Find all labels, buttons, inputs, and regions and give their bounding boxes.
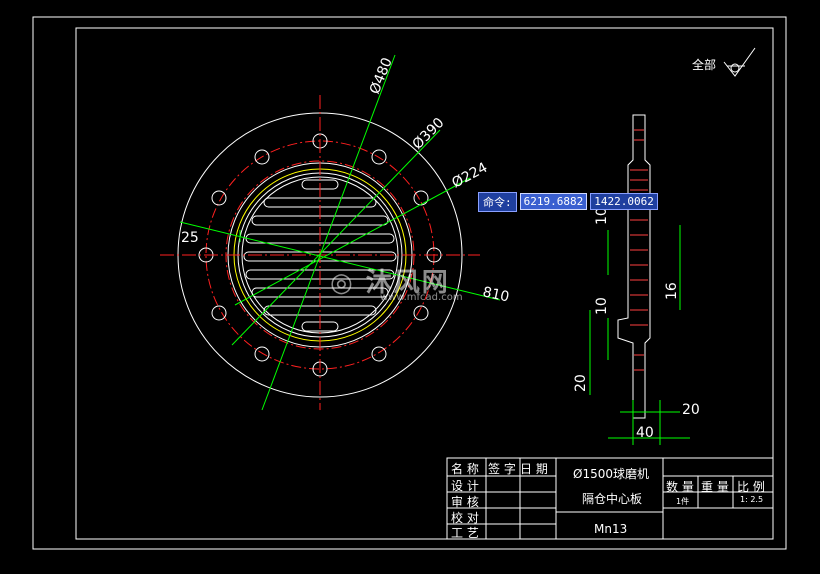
finish-symbol-text: 全部 [692,57,716,72]
inner-frame [75,27,774,540]
finish-symbol [723,47,756,77]
side-dim-lines [589,225,690,445]
bolt-holes [198,133,442,377]
watermark-logo: ◎ 沐风网 [330,262,450,299]
tb-row-check: 校 对 [451,511,479,525]
side-dim-20-vertical: 20 [573,374,589,392]
props-scale-header: 比 例 [737,480,765,494]
props-qty-value: 1件 [676,497,690,506]
dim-480: Ø480 [367,56,396,97]
command-label: 命令: [478,191,517,212]
title-block-grid [446,457,774,540]
outer-frame [32,16,787,550]
tb-sign-header: 签 字 [488,462,516,476]
side-dim-texts: 10 16 10 20 20 40 [573,207,700,441]
command-input-y[interactable]: 1422.0062 [590,193,659,210]
command-tooltip[interactable]: 命令: 6219.6882 1422.0062 [478,191,659,212]
tb-row-process: 工 艺 [451,526,479,540]
front-view: Ø480 Ø390 Ø224 25 810 [160,54,511,411]
side-dim-20-horizontal: 20 [682,402,700,418]
watermark-brand: 沐风网 [365,268,450,298]
tb-name-header: 名 称 [451,462,479,476]
watermark-icon: ◎ [330,268,355,298]
props-scale-value: 1: 2.5 [740,495,764,504]
tb-row-design: 设 计 [451,479,479,493]
side-view: 10 16 10 20 20 40 [573,114,700,445]
section-hatch [630,129,648,371]
props-weight-header: 重 量 [701,480,729,494]
watermark-url: www.mfcad.com [380,292,463,303]
dim-810: 810 [481,284,510,305]
props-qty-header: 数 量 [666,480,694,494]
dim-lines [179,54,501,411]
side-dim-10-top: 10 [594,207,610,225]
tb-row-review: 审 核 [451,495,479,509]
tb-date-header: 日 期 [520,462,548,476]
side-dim-40: 40 [636,425,654,441]
dim-25: 25 [181,230,199,246]
dim-224: Ø224 [449,160,490,192]
dim-390: Ø390 [410,115,448,153]
part-title-2: 隔仓中心板 [582,492,643,506]
side-dim-16: 16 [664,282,680,300]
command-input-x[interactable]: 6219.6882 [519,193,588,210]
side-dim-10-bottom: 10 [594,297,610,315]
part-title-1: Ø1500球磨机 [573,467,649,481]
material: Mn13 [594,522,628,536]
